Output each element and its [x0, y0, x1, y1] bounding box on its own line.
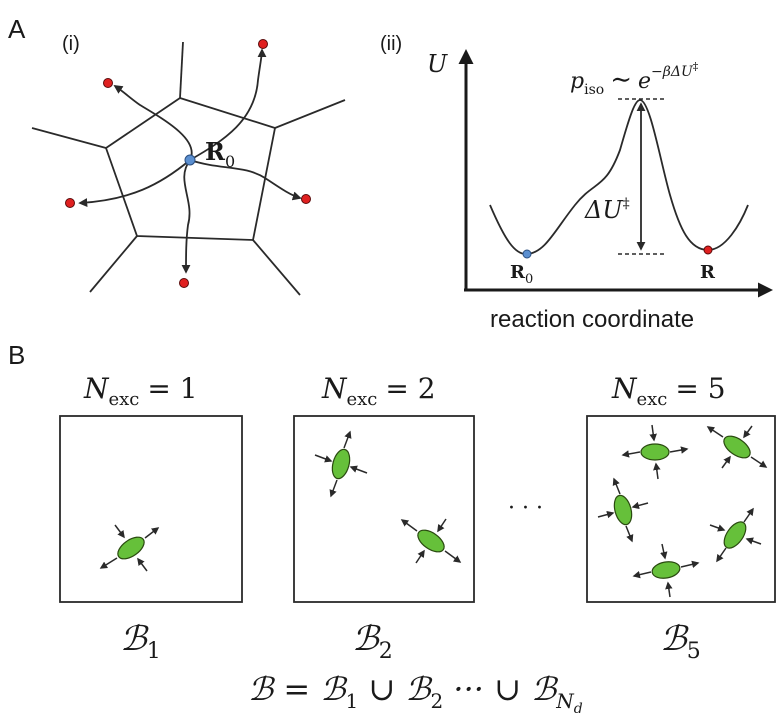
defect-group: [597, 477, 649, 543]
nexc-label-1: Nexc= 1: [83, 372, 198, 410]
escape-trajectories: [78, 48, 302, 274]
energy-curve: [489, 99, 749, 255]
defect-group: [99, 524, 160, 572]
defect-group: [314, 430, 368, 498]
defect-group: [709, 507, 762, 563]
defect: [723, 521, 747, 549]
defect: [331, 448, 351, 480]
panel-a-i-label: (i): [62, 33, 80, 55]
saddle-point: [258, 39, 268, 49]
defect: [640, 443, 670, 461]
basin-label-1: ℬ1: [120, 619, 161, 664]
defect-box-2: Nexc= 2 ℬ2: [293, 372, 475, 664]
defect: [613, 494, 633, 526]
panel-label-a: A: [8, 14, 26, 44]
right-minimum-point: [703, 245, 713, 255]
left-minimum-label: R0: [510, 262, 533, 287]
initial-state-label: R0: [205, 137, 235, 171]
right-minimum-label: R: [700, 262, 716, 283]
defect-group: [400, 518, 462, 564]
saddle-point: [301, 194, 311, 204]
left-minimum-point: [522, 249, 532, 259]
saddle-point: [179, 278, 189, 288]
nexc-label-2: Nexc= 2: [321, 372, 436, 410]
defect: [417, 529, 445, 553]
simulation-box-5: [586, 415, 776, 603]
nexc-label-5: Nexc= 5: [611, 372, 726, 410]
barrier-probability-label: piso∼e−βΔU‡: [570, 60, 699, 98]
ellipsis: · · ·: [508, 496, 543, 521]
basin-polygon: [31, 41, 346, 296]
simulation-box-2: [293, 415, 475, 603]
union-equation: ℬ = ℬ1 ∪ ℬ2 ··· ∪ ℬNd: [248, 670, 583, 717]
panel-label-b: B: [8, 340, 25, 370]
panel-a-ii-label: (ii): [380, 33, 402, 55]
defect: [723, 435, 751, 459]
defect-box-1: Nexc= 1 ℬ1: [59, 372, 243, 664]
panel-a-i: (i) R0: [31, 33, 346, 296]
defect-group: [621, 424, 689, 480]
panel-a-ii: (ii) U reaction coordinate piso∼e−βΔU‡ Δ…: [380, 33, 773, 333]
saddle-point: [65, 198, 75, 208]
simulation-box-1: [59, 415, 243, 603]
barrier-height-label: ΔU‡: [584, 196, 630, 224]
defect: [651, 561, 681, 579]
basin-label-2: ℬ2: [352, 619, 393, 664]
basin-label-5: ℬ5: [660, 619, 701, 664]
defect: [117, 536, 145, 560]
defect-group: [706, 425, 768, 469]
y-axis-label: U: [427, 50, 448, 78]
saddle-point: [103, 78, 113, 88]
x-axis-label: reaction coordinate: [490, 306, 694, 333]
defect-box-5: Nexc= 5: [586, 372, 776, 664]
initial-state-point: [184, 154, 196, 166]
defect-group: [632, 543, 700, 598]
